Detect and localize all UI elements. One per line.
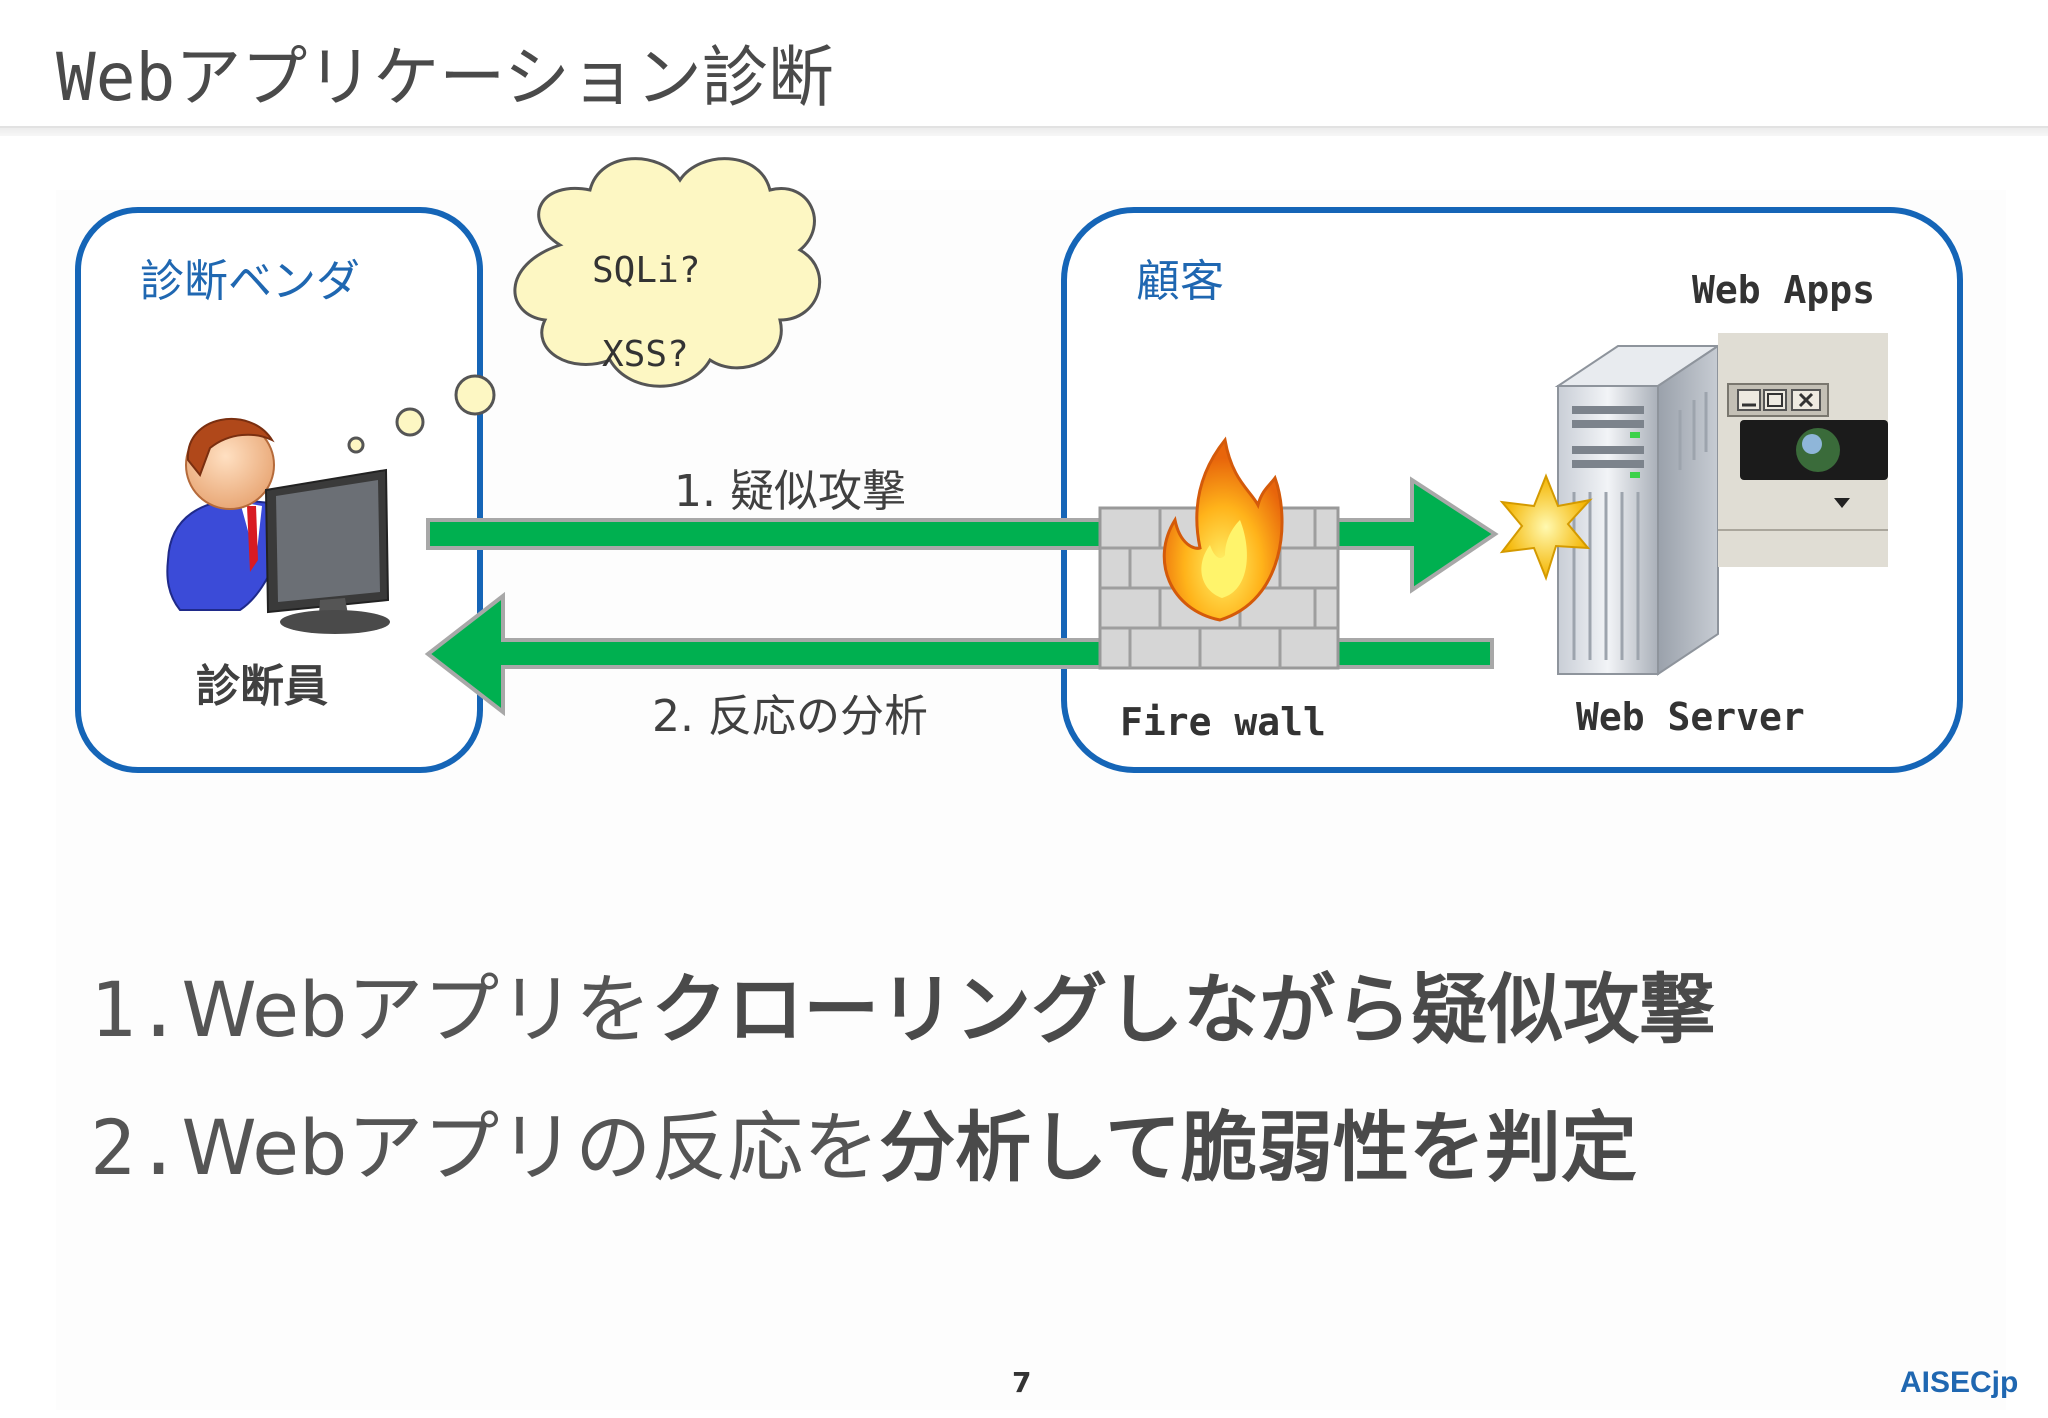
impact-star-icon	[1499, 473, 1593, 581]
web-apps-window-icon	[1718, 333, 1888, 567]
bullet-1-plain: Webアプリを	[181, 965, 652, 1054]
firewall-label: Fire wall	[1120, 700, 1326, 744]
response-arrow-label: 2. 反応の分析	[652, 691, 928, 742]
customer-box-label: 顧客	[1136, 256, 1224, 307]
title-divider	[0, 126, 2048, 136]
web-server-label: Web Server	[1576, 695, 1805, 739]
bubble-text-xss: XSS?	[602, 334, 689, 375]
diagnostician-icon	[166, 418, 390, 634]
bullet-2-plain: Webアプリの反応を	[181, 1103, 880, 1192]
brand-logo-text: AISECjp	[1900, 1366, 2019, 1399]
web-server-icon	[1554, 344, 1722, 676]
page-number: 7	[1012, 1366, 1032, 1399]
web-apps-label: Web Apps	[1692, 268, 1876, 312]
diagnostician-label: 診断員	[196, 661, 328, 712]
bullet-2: 2.Webアプリの反応を分析して脆弱性を判定	[90, 1086, 1637, 1196]
bullet-1-number: 1.	[90, 965, 182, 1054]
bubble-text-sqli: SQLi?	[592, 250, 701, 291]
bullet-1-bold: クローリングしながら疑似攻撃	[651, 965, 1716, 1054]
firewall-icon	[1098, 436, 1340, 670]
thought-bubble	[347, 157, 822, 454]
attack-arrow-label: 1. 疑似攻撃	[674, 466, 906, 517]
bullet-2-bold: 分析して脆弱性を判定	[879, 1103, 1637, 1192]
diagram-canvas	[75, 157, 1963, 773]
bullet-1: 1.Webアプリをクローリングしながら疑似攻撃	[90, 948, 1715, 1058]
page-title: Webアプリケーション診断	[56, 39, 834, 116]
attack-arrow	[426, 476, 1499, 594]
bullet-2-number: 2.	[90, 1103, 182, 1192]
vendor-box-label: 診断ベンダ	[140, 256, 360, 307]
